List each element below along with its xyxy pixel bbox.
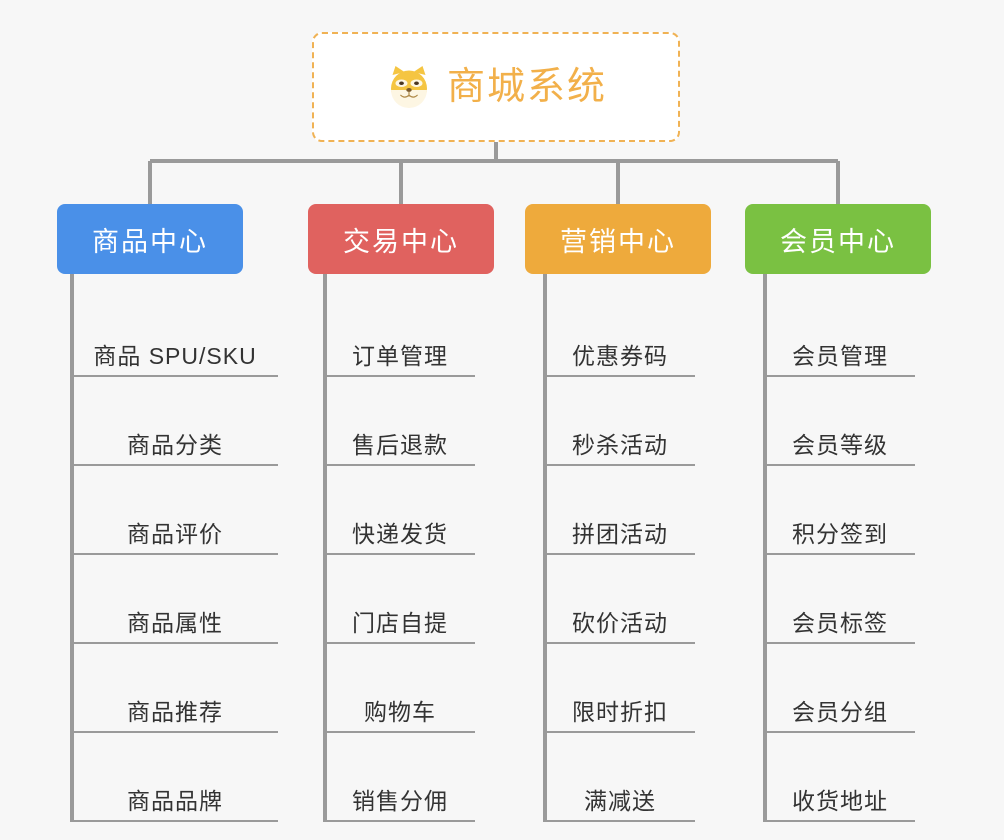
leaf-item[interactable]: 限时折扣 xyxy=(545,644,695,733)
category-box-3[interactable]: 营销中心 xyxy=(525,204,711,274)
leaf-item-label: 会员分组 xyxy=(792,698,888,725)
leaf-column-3: 优惠券码秒杀活动拼团活动砍价活动限时折扣满减送 xyxy=(545,288,695,822)
leaf-item-label: 会员标签 xyxy=(792,609,888,636)
leaf-item-label: 商品推荐 xyxy=(127,698,223,725)
leaf-item-label: 购物车 xyxy=(364,698,436,725)
leaf-item[interactable]: 商品推荐 xyxy=(72,644,278,733)
leaf-item[interactable]: 满减送 xyxy=(545,733,695,822)
leaf-item[interactable]: 快递发货 xyxy=(325,466,475,555)
leaf-item-label: 砍价活动 xyxy=(572,609,668,636)
leaf-item-label: 商品分类 xyxy=(127,431,223,458)
leaf-item-label: 门店自提 xyxy=(352,609,448,636)
category-label: 营销中心 xyxy=(560,226,676,257)
leaf-item-label: 商品 SPU/SKU xyxy=(93,342,257,369)
leaf-item-label: 商品属性 xyxy=(127,609,223,636)
leaf-item-label: 积分签到 xyxy=(792,520,888,547)
category-label: 商品中心 xyxy=(92,226,208,257)
leaf-item-label: 快递发货 xyxy=(352,520,448,547)
shiba-dog-icon xyxy=(390,66,427,108)
leaf-item-label: 秒杀活动 xyxy=(572,431,668,458)
leaf-item[interactable]: 商品属性 xyxy=(72,555,278,644)
leaf-item-label: 销售分佣 xyxy=(352,787,448,814)
category-box-4[interactable]: 会员中心 xyxy=(745,204,931,274)
leaf-item[interactable]: 商品 SPU/SKU xyxy=(72,288,278,377)
root-title: 商城系统 xyxy=(446,66,607,108)
leaf-item[interactable]: 订单管理 xyxy=(325,288,475,377)
leaf-item[interactable]: 会员标签 xyxy=(765,555,915,644)
leaf-item-label: 限时折扣 xyxy=(572,698,668,725)
root-node[interactable]: 商城系统 xyxy=(312,32,680,142)
category-box-1[interactable]: 商品中心 xyxy=(57,204,243,274)
leaf-item-label: 优惠券码 xyxy=(572,342,668,369)
leaf-item[interactable]: 商品分类 xyxy=(72,377,278,466)
leaf-item[interactable]: 售后退款 xyxy=(325,377,475,466)
leaf-item-label: 会员等级 xyxy=(792,431,888,458)
category-box-2[interactable]: 交易中心 xyxy=(308,204,494,274)
leaf-item[interactable]: 会员管理 xyxy=(765,288,915,377)
leaf-item[interactable]: 购物车 xyxy=(325,644,475,733)
category-label: 交易中心 xyxy=(343,226,459,257)
leaf-item[interactable]: 会员等级 xyxy=(765,377,915,466)
category-label: 会员中心 xyxy=(780,226,896,257)
leaf-item[interactable]: 积分签到 xyxy=(765,466,915,555)
leaf-item-label: 订单管理 xyxy=(352,342,448,369)
leaf-item-label: 商品品牌 xyxy=(127,787,223,814)
leaf-item-label: 满减送 xyxy=(584,787,656,814)
leaf-item-label: 拼团活动 xyxy=(572,520,668,547)
leaf-column-2: 订单管理售后退款快递发货门店自提购物车销售分佣 xyxy=(325,288,475,822)
leaf-column-4: 会员管理会员等级积分签到会员标签会员分组收货地址 xyxy=(765,288,915,822)
leaf-item[interactable]: 商品品牌 xyxy=(72,733,278,822)
leaf-column-1: 商品 SPU/SKU 商品分类商品评价商品属性商品推荐商品品牌 xyxy=(72,288,278,822)
leaf-item-label: 收货地址 xyxy=(792,787,888,814)
leaf-item-label: 商品评价 xyxy=(127,520,223,547)
leaf-item-label: 售后退款 xyxy=(352,431,448,458)
leaf-item-label: 会员管理 xyxy=(792,342,888,369)
leaf-item[interactable]: 门店自提 xyxy=(325,555,475,644)
leaf-item[interactable]: 优惠券码 xyxy=(545,288,695,377)
leaf-item[interactable]: 销售分佣 xyxy=(325,733,475,822)
leaf-item[interactable]: 商品评价 xyxy=(72,466,278,555)
leaf-item[interactable]: 会员分组 xyxy=(765,644,915,733)
leaf-item[interactable]: 秒杀活动 xyxy=(545,377,695,466)
leaf-item[interactable]: 拼团活动 xyxy=(545,466,695,555)
leaf-item[interactable]: 砍价活动 xyxy=(545,555,695,644)
leaf-item[interactable]: 收货地址 xyxy=(765,733,915,822)
